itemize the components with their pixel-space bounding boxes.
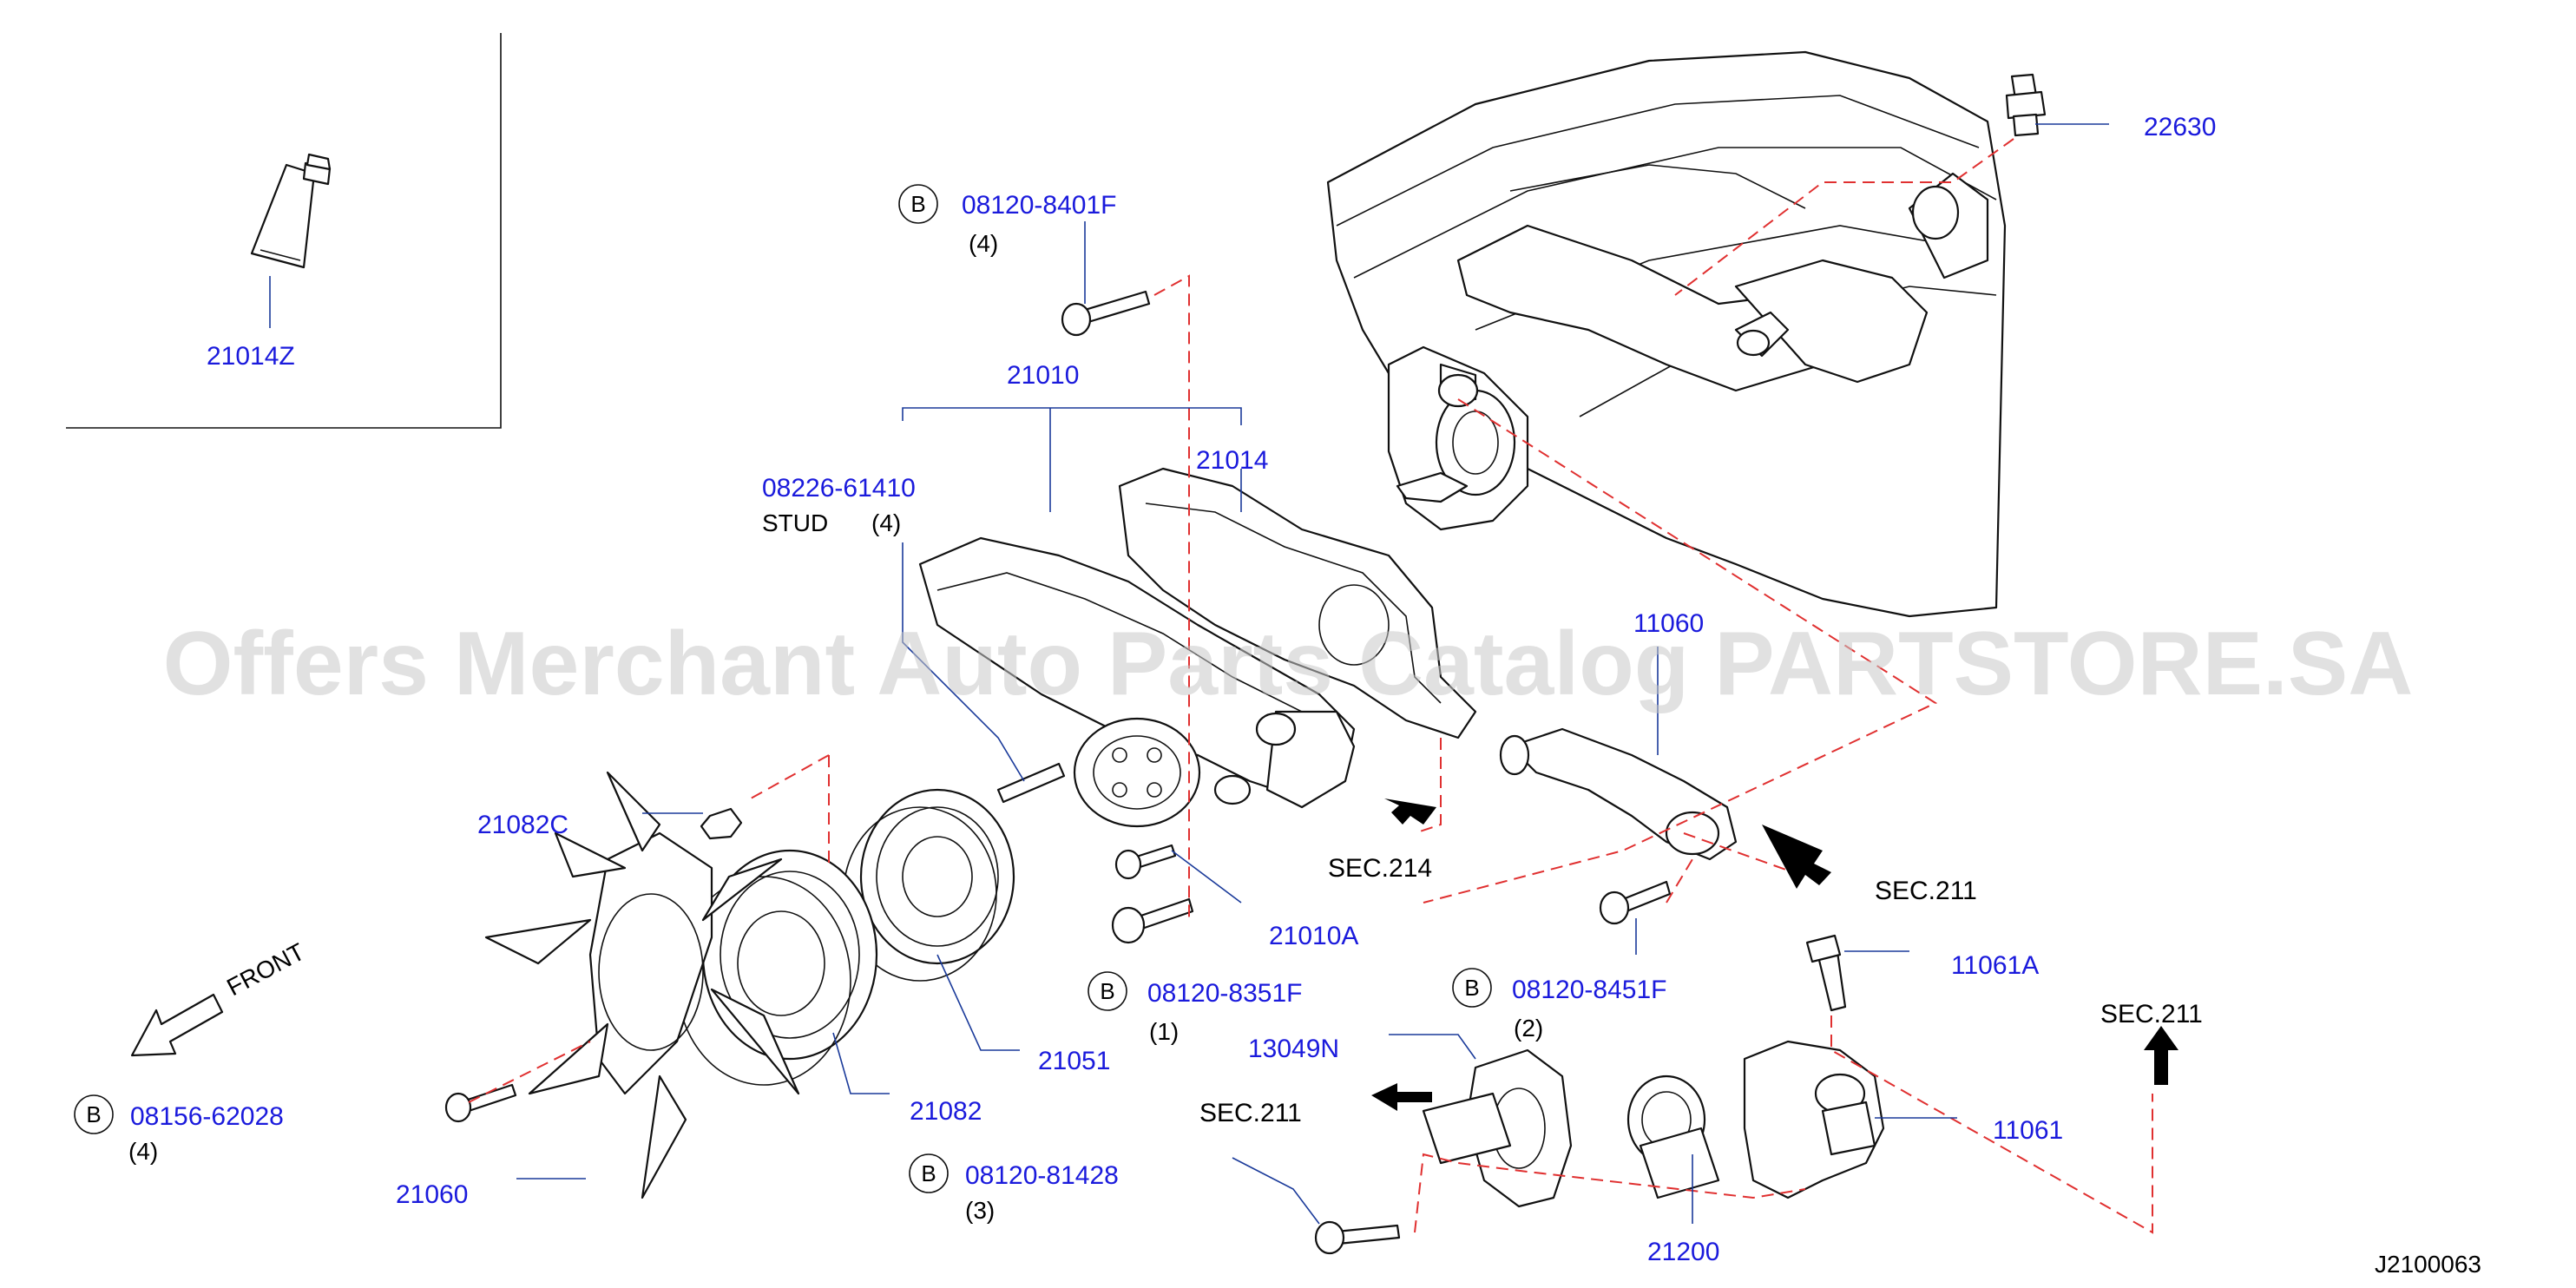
leader-lines	[269, 123, 2109, 1225]
thermostat-icon	[1626, 1074, 1720, 1199]
bolt-81428-icon	[1314, 1220, 1401, 1255]
watermark: Offers Merchant Auto Parts Catalog PARTS…	[163, 614, 2414, 714]
qty-62028: (4)	[128, 1138, 158, 1165]
bolt-marker-label: B	[921, 1160, 936, 1186]
part-08120-8351f[interactable]: 08120-8351F	[1147, 979, 1302, 1008]
sec211-lower-arrow-icon	[1371, 1083, 1432, 1111]
water-pump-icon	[918, 536, 1356, 828]
sec211-lower-link[interactable]: SEC.211	[1199, 1099, 1302, 1127]
part-08120-81428[interactable]: 08120-81428	[965, 1161, 1119, 1190]
bolt-8351f-icon	[1111, 897, 1194, 944]
qty-stud: (4)	[871, 509, 901, 536]
nut-21082c-icon	[700, 807, 743, 840]
part-21200[interactable]: 21200	[1647, 1238, 1719, 1266]
sealant-tube-icon	[250, 153, 332, 269]
sec211-up-arrow-icon	[2144, 1026, 2178, 1085]
bolt-marker-62028: B	[74, 1094, 114, 1134]
part-11061a[interactable]: 11061A	[1951, 951, 2039, 980]
bolt-marker-8401f: B	[898, 184, 938, 224]
part-08226-61410[interactable]: 08226-61410	[762, 474, 916, 503]
bolt-8401f-icon	[1061, 290, 1151, 337]
part-11060[interactable]: 11060	[1633, 609, 1704, 638]
part-21014z[interactable]: 21014Z	[207, 342, 295, 371]
bolt-marker-8451f: B	[1452, 968, 1492, 1008]
part-21060[interactable]: 21060	[396, 1180, 468, 1209]
temperature-sensor-icon	[2005, 73, 2047, 137]
qty-81428: (3)	[965, 1197, 995, 1224]
bolt-marker-81428: B	[909, 1153, 949, 1193]
sec211-right-link[interactable]: SEC.211	[1875, 877, 1977, 905]
qty-8401f: (4)	[969, 230, 998, 257]
part-21010[interactable]: 21010	[1007, 361, 1079, 390]
sec211-mid-link[interactable]: SEC.211	[2100, 1000, 2203, 1028]
water-inlet-icon	[1499, 727, 1738, 861]
front-arrow-icon	[130, 993, 224, 1057]
sec214-link[interactable]: SEC.214	[1328, 854, 1432, 883]
part-08120-8401f[interactable]: 08120-8401F	[962, 191, 1116, 220]
part-08156-62028[interactable]: 08156-62028	[130, 1102, 284, 1131]
stud-label: STUD	[762, 509, 828, 536]
part-21051[interactable]: 21051	[1038, 1047, 1110, 1075]
bolt-marker-label: B	[1464, 975, 1479, 1001]
reference-lines	[468, 138, 2153, 1234]
part-21010a[interactable]: 21010A	[1269, 922, 1358, 950]
bolt-marker-label: B	[910, 191, 925, 217]
bolt-8451f-icon	[1599, 880, 1672, 925]
bolt-62028-icon	[444, 1083, 517, 1123]
part-21082c[interactable]: 21082C	[477, 811, 568, 839]
pulley-21051-icon	[843, 788, 1015, 982]
part-11061[interactable]: 11061	[1993, 1116, 2063, 1145]
inset-box	[66, 33, 502, 429]
bolt-11061a-icon	[1805, 934, 1847, 1012]
sec214-arrow-icon	[1384, 798, 1436, 825]
part-08120-8451f[interactable]: 08120-8451F	[1512, 976, 1666, 1004]
sec211-right-arrow-icon	[1762, 825, 1831, 889]
bolt-marker-label: B	[86, 1101, 101, 1127]
thermostat-housing-icon	[1743, 1040, 1885, 1199]
part-13049n[interactable]: 13049N	[1248, 1035, 1339, 1063]
front-label: FRONT	[222, 938, 309, 1002]
bolt-21010a-icon	[1114, 844, 1177, 880]
part-21014[interactable]: 21014	[1196, 446, 1268, 475]
part-21082[interactable]: 21082	[910, 1097, 982, 1126]
qty-8451f: (2)	[1514, 1015, 1543, 1042]
part-22630[interactable]: 22630	[2144, 113, 2216, 141]
cooling-fan-21060-icon	[484, 771, 800, 1199]
engine-block-icon	[1326, 50, 2007, 618]
diagram-id: J2100063	[2375, 1251, 2481, 1278]
stud-icon	[996, 762, 1066, 804]
outlet-gasket-icon	[1422, 1048, 1573, 1208]
bolt-marker-8351f: B	[1088, 971, 1127, 1011]
qty-8351f: (1)	[1149, 1018, 1179, 1045]
bolt-marker-label: B	[1100, 978, 1114, 1004]
